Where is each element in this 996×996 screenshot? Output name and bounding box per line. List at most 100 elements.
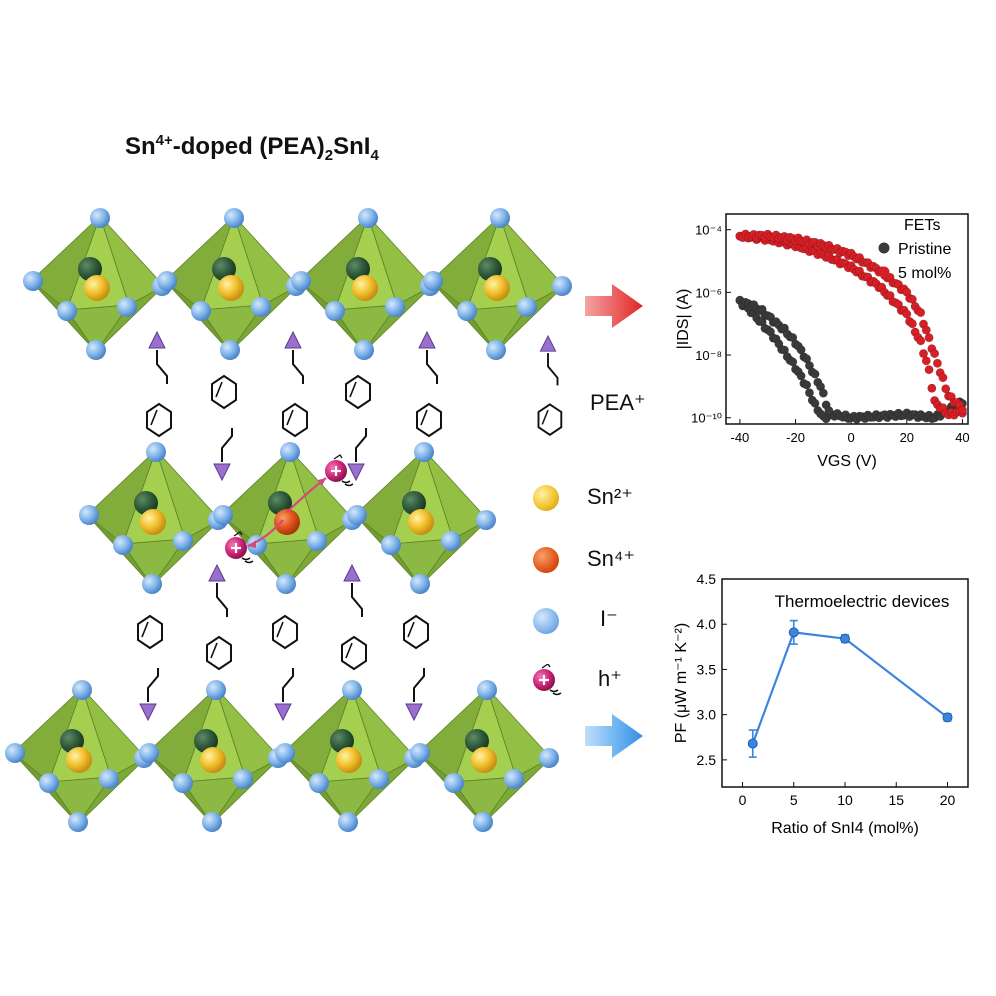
series-5mol (735, 229, 967, 420)
octahedron-face (211, 757, 281, 825)
x-tick-label: 20 (900, 430, 914, 445)
octahedron-face (482, 757, 552, 825)
iodide-atom (309, 773, 329, 793)
sn2-atom (408, 509, 434, 535)
iodide-atom (206, 680, 226, 700)
y-tick-label: 3.5 (697, 661, 717, 677)
iodide-atom (552, 276, 572, 296)
iodide-atom (173, 773, 193, 793)
hole-carrier (325, 454, 354, 487)
iodide-atom (23, 271, 43, 291)
iodide-atom (276, 574, 296, 594)
pea-molecule (137, 614, 163, 722)
iodide-atom (486, 340, 506, 360)
hole-hopping-arrowhead (248, 540, 256, 548)
iodide-atom (385, 297, 405, 317)
octahedra-layers (5, 208, 572, 832)
iodide-atom (191, 301, 211, 321)
legend-marker (878, 266, 890, 278)
iodide-atom (5, 743, 25, 763)
iodide-atom (173, 531, 193, 551)
pea-chain (147, 668, 159, 702)
sn2-atom (471, 747, 497, 773)
pea-chain (216, 583, 228, 617)
iodide-atom (57, 301, 77, 321)
pea-benzene-ring (146, 402, 172, 438)
iodide-atom (142, 574, 162, 594)
octahedron-face (363, 285, 433, 353)
iodide-atom (213, 505, 233, 525)
sn2-atom (84, 275, 110, 301)
octahedron (291, 208, 440, 360)
dark-sn-atom (478, 257, 502, 281)
legend-hole-icon (530, 663, 566, 705)
y-axis-label: PF (μW m⁻¹ K⁻²) (673, 623, 690, 743)
iodide-atom (441, 531, 461, 551)
data-point (824, 406, 834, 416)
holes (225, 454, 354, 564)
data-point (916, 336, 926, 346)
iodide-atom (504, 769, 524, 789)
iodide-atom (477, 680, 497, 700)
plot-frame (725, 213, 969, 425)
iodide-atom (473, 812, 493, 832)
pea-chain (426, 350, 438, 384)
data-point (747, 738, 758, 749)
pea-ammonium-head (274, 703, 292, 722)
pea-chain (413, 668, 425, 702)
legend-sn2-label: Sn²⁺ (587, 484, 633, 509)
iodide-atom (224, 208, 244, 228)
x-tick-label: 10 (837, 792, 853, 808)
legend-pea-label: PEA⁺ (590, 390, 646, 415)
title-subscript: 4 (370, 146, 379, 164)
pea-ring-bond (541, 409, 549, 425)
sn2-atom (336, 747, 362, 773)
data-point (916, 308, 926, 318)
dark-sn-atom (78, 257, 102, 281)
x-tick-label: 0 (848, 430, 855, 445)
pea-molecule (416, 330, 442, 438)
pea-ring-bond (215, 381, 223, 398)
pea-molecule (211, 374, 237, 482)
iodide-atom (325, 301, 345, 321)
legend-marker (878, 242, 890, 254)
title-text: SnI (333, 133, 371, 160)
iodide-atom (72, 680, 92, 700)
pea-ring-bond (420, 409, 428, 426)
spin-mark (233, 531, 243, 537)
sn2-atom (140, 509, 166, 535)
legend-hole-icon-shape (533, 663, 562, 696)
pea-molecule (282, 330, 308, 438)
data-point (810, 369, 820, 379)
dark-sn-atom (330, 729, 354, 753)
pea-molecule (146, 330, 172, 438)
pea-benzene-ring (416, 402, 442, 438)
data-point (907, 319, 917, 329)
octahedron (275, 680, 424, 832)
octahedron (213, 442, 362, 594)
iodide-atom (410, 743, 430, 763)
iodide-atom (347, 505, 367, 525)
y-tick-label: 10⁻⁸ (695, 348, 722, 363)
motion-lines (549, 689, 562, 696)
series-pristine (735, 295, 967, 424)
pea-ring-bond (349, 381, 357, 398)
x-tick-label: 5 (790, 792, 798, 808)
iodide-atom (90, 208, 110, 228)
pea-cations (137, 330, 442, 722)
iodide-atom (146, 442, 166, 462)
sn2-atom (218, 275, 244, 301)
pea-benzene-ring (345, 374, 371, 410)
pea-chain (292, 350, 304, 384)
pea-ring-bond (276, 621, 284, 638)
iodide-atom (338, 812, 358, 832)
pea-ammonium-head (405, 703, 423, 722)
data-point (957, 405, 967, 415)
legend-hole-label: h⁺ (598, 666, 622, 691)
title-subscript: 2 (324, 146, 334, 164)
pea-chain (547, 353, 559, 386)
legend-label: Pristine (898, 241, 951, 258)
iodide-atom (39, 773, 59, 793)
